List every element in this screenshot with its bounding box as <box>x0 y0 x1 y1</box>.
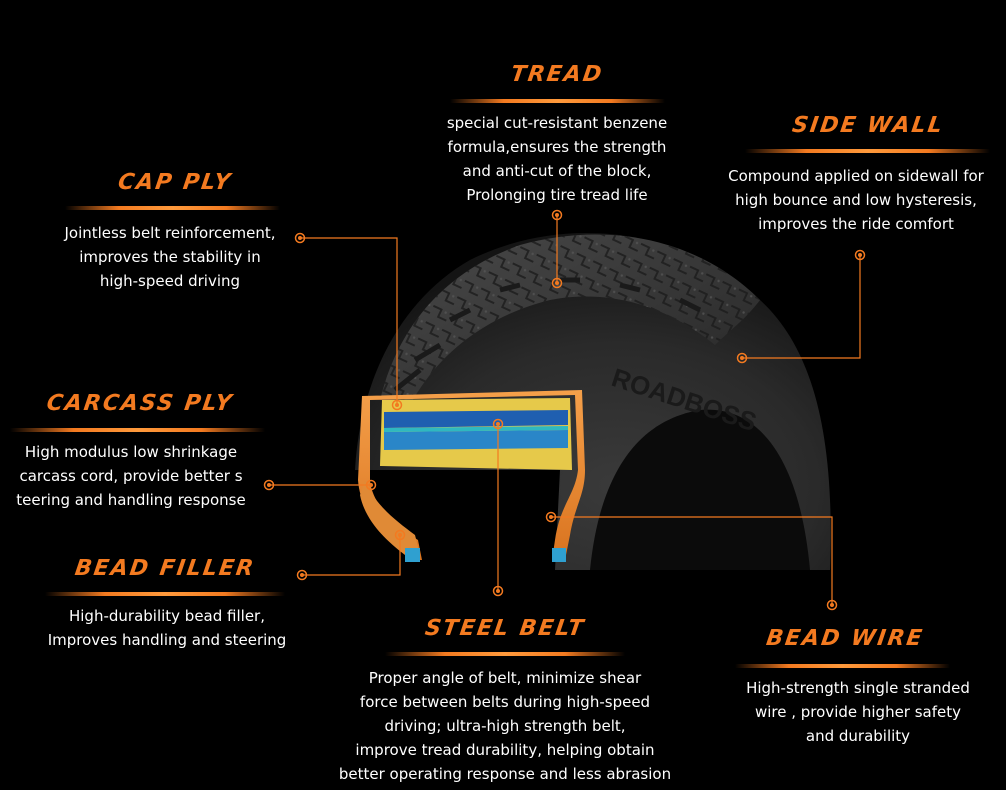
marker-cap-ply-end <box>391 399 403 411</box>
tread-underline <box>450 99 665 103</box>
tread-desc-line: and anti-cut of the block, <box>462 162 652 180</box>
marker-bead-wire-end <box>826 599 838 611</box>
marker-cap-ply <box>294 232 306 244</box>
bead-filler-desc-line: Improves handling and steering <box>47 631 287 649</box>
marker-side-wall <box>854 249 866 261</box>
marker-side-wall-end <box>736 352 748 364</box>
tire-illustration: ROADBOSS <box>355 233 831 570</box>
bead-filler-underline <box>45 592 285 596</box>
leader-lines <box>269 215 861 605</box>
leader-bead-filler <box>302 535 401 576</box>
carcass-ply-underline <box>10 428 265 432</box>
steel-belt-desc-line: driving; ultra-high strength belt, <box>384 717 626 735</box>
cap-ply-desc-line: Jointless belt reinforcement, <box>64 224 276 242</box>
marker-tread-end <box>551 277 563 289</box>
steel-belt-desc-line: better operating response and less abras… <box>338 765 672 783</box>
steel-belt-description: Proper angle of belt, minimize shear for… <box>318 666 692 786</box>
bead-wire-left <box>405 548 420 562</box>
bead-wire-right <box>552 548 566 562</box>
tread-title: TREAD <box>509 62 605 87</box>
marker-carcass-ply-end <box>365 479 377 491</box>
carcass-ply-desc-line: carcass cord, provide better s <box>19 467 243 485</box>
cap-ply-underline <box>65 206 280 210</box>
marker-bead-filler <box>296 569 308 581</box>
tire-inner-opening <box>590 409 810 570</box>
bead-wire-description: High-strength single stranded wire , pro… <box>713 676 1003 748</box>
marker-bead-wire <box>545 511 557 523</box>
tread-pattern-texture <box>380 234 760 405</box>
carcass-ply-desc-line: High modulus low shrinkage <box>24 443 238 461</box>
carcass-ply-desc-line: teering and handling response <box>16 491 246 509</box>
marker-bead-filler-end <box>394 529 406 541</box>
bead-wire-desc-line: and durability <box>805 727 911 745</box>
side-wall-desc-line: Compound applied on sidewall for <box>728 167 984 185</box>
bead-filler-description: High-durability bead filler, Improves ha… <box>27 604 307 652</box>
bead-filler-title: BEAD FILLER <box>73 556 257 581</box>
tread-description: special cut-resistant benzene formula,en… <box>407 111 707 207</box>
marker-steel-belt <box>492 418 504 430</box>
cap-ply-description: Jointless belt reinforcement, improves t… <box>30 221 310 293</box>
side-wall-title: SIDE WALL <box>790 113 946 138</box>
side-wall-desc-line: high bounce and low hysteresis, <box>735 191 977 209</box>
steel-belt-underline <box>385 652 625 656</box>
leader-cap-ply <box>300 237 398 405</box>
cap-ply-desc-line: improves the stability in <box>79 248 261 266</box>
carcass-ply-description: High modulus low shrinkage carcass cord,… <box>0 440 262 512</box>
carcass-ply-title: CARCASS PLY <box>44 391 236 416</box>
bead-wire-underline <box>735 664 950 668</box>
tread-desc-line: Prolonging tire tread life <box>466 186 648 204</box>
bead-filler-shape <box>360 480 420 555</box>
bead-filler-desc-line: High-durability bead filler, <box>68 607 265 625</box>
tire-cross-section <box>358 390 585 562</box>
tread-groove-blocks <box>393 277 702 392</box>
cap-ply-title: CAP PLY <box>116 170 234 195</box>
bead-wire-desc-line: High-strength single stranded <box>746 679 970 697</box>
steel-belt-desc-line: Proper angle of belt, minimize shear <box>368 669 642 687</box>
marker-tread <box>551 209 563 221</box>
side-wall-description: Compound applied on sidewall for high bo… <box>706 164 1006 236</box>
steel-belt-blue-top <box>384 410 568 428</box>
leader-bead-wire <box>551 516 833 605</box>
steel-belt-title: STEEL BELT <box>423 616 587 641</box>
marker-carcass-ply <box>263 479 275 491</box>
steel-belt-desc-line: force between belts during high-speed <box>359 693 651 711</box>
bead-wire-desc-line: wire , provide higher safety <box>754 703 962 721</box>
carcass-orange-layer <box>358 390 585 560</box>
steel-belt-blue-bottom <box>384 430 568 450</box>
marker-dots <box>263 209 866 611</box>
steel-belt-desc-line: improve tread durability, helping obtain <box>355 741 655 759</box>
side-wall-underline <box>745 149 990 153</box>
tread-desc-line: formula,ensures the strength <box>447 138 667 156</box>
leader-side-wall <box>742 255 861 359</box>
side-wall-desc-line: improves the ride comfort <box>758 215 954 233</box>
tread-desc-line: special cut-resistant benzene <box>446 114 668 132</box>
marker-steel-belt-end <box>492 585 504 597</box>
cap-ply-desc-line: high-speed driving <box>99 272 241 290</box>
bead-wire-title: BEAD WIRE <box>764 626 926 651</box>
steel-belt-teal-line <box>384 426 568 432</box>
